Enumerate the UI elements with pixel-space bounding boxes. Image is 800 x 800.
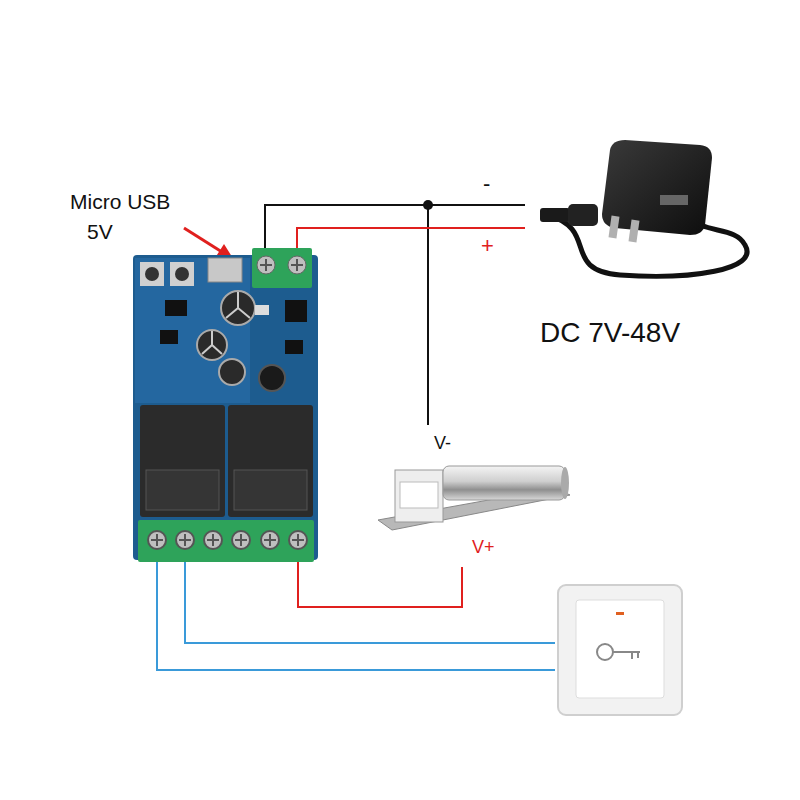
junction-dot	[423, 200, 433, 210]
lock-negative-wire	[427, 205, 429, 425]
pin-name: V+	[472, 538, 495, 558]
electric-lock	[378, 466, 570, 530]
polarity-label: +	[481, 234, 494, 258]
voltage-label: DC 7V-48V	[540, 318, 680, 349]
power-adapter	[540, 140, 747, 276]
button-wire	[157, 545, 555, 670]
relay-board	[133, 248, 318, 562]
part-name: Micro USB	[70, 190, 170, 213]
voltage-label: 5V	[87, 220, 113, 243]
polarity-label: -	[483, 172, 490, 196]
lock-positive-wire	[298, 545, 462, 607]
pin-name: V-	[434, 434, 451, 454]
exit-button	[558, 585, 682, 715]
positive-wire	[297, 228, 525, 262]
